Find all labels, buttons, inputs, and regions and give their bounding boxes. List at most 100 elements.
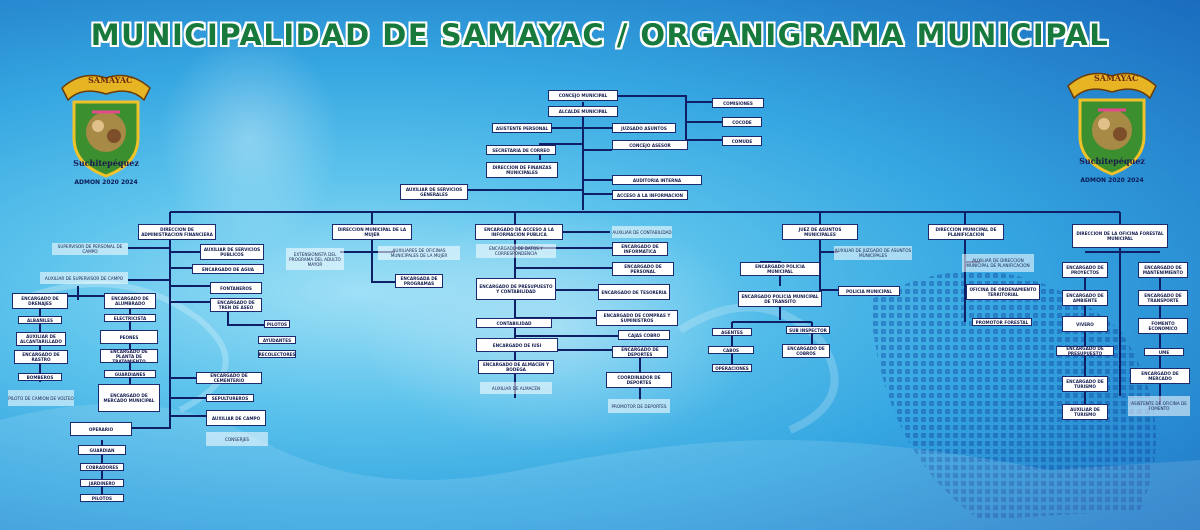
node-promotor-forestal: PROMOTOR FORESTAL xyxy=(972,318,1032,326)
node-aux-omm: AUXILIARES DE OFICINAS MUNICIPALES DE LA… xyxy=(378,246,460,260)
logo-banner: SAMAYAC xyxy=(88,75,133,85)
node-cabos: CABOS xyxy=(708,346,754,354)
node-peones: PEONES xyxy=(100,330,158,344)
logo-place: Suchitepéquez xyxy=(1079,156,1145,166)
node-sepultureros: SEPULTUREROS xyxy=(206,394,254,402)
page-title: MUNICIPALIDAD DE SAMAYAC / ORGANIGRAMA M… xyxy=(90,18,1110,52)
node-enc-alumbrado: ENCARGADO DE ALUMBRADO xyxy=(104,293,156,309)
node-enc-personal: ENCARGADO DE PERSONAL xyxy=(612,262,674,276)
node-guardian: GUARDIAN xyxy=(78,445,126,455)
node-enc-informatica: ENCARGADO DE INFORMATICA xyxy=(612,242,668,256)
shield-emblem xyxy=(61,74,151,178)
node-alcalde: ALCALDE MUNICIPAL xyxy=(548,106,618,117)
node-concejo-asesor: CONCEJO ASESOR xyxy=(612,140,688,150)
node-aux-alcantarillado: AUXILIAR DE ALCANTARILLADO xyxy=(16,332,66,346)
node-aux-almacen: AUXILIAR DE ALMACEN xyxy=(480,382,552,394)
node-enc-tesoreria: ENCARGADO DE TESORERIA xyxy=(598,284,670,300)
node-tren-aseo: ENCARGADO DE TREN DE ASEO xyxy=(210,298,262,312)
node-acceso: ACCESO A LA INFORMACION xyxy=(612,190,688,200)
node-enc-presupuesto: ENCARGADO DE PRESUPUESTO Y CONTABILIDAD xyxy=(476,278,556,300)
node-enc-agua: ENCARGADO DE AGUA xyxy=(192,264,264,274)
node-fomento: FOMENTO ECONOMICO xyxy=(1138,318,1188,334)
node-asistente: ASISTENTE PERSONAL xyxy=(492,123,552,133)
node-enc-cementerio: ENCARGADO DE CEMENTERIO xyxy=(196,372,262,384)
node-sub-inspector: SUB INSPECTOR xyxy=(786,326,830,334)
node-enc-ambiente: ENCARGADO DE AMBIENTE xyxy=(1062,290,1108,306)
node-aux-contabilidad: AUXILIAR DE CONTABILIDAD xyxy=(612,226,672,238)
node-aux-supervisor: AUXILIAR DE SUPERVISOR DE CAMPO xyxy=(40,272,128,284)
node-enc-mercado-c6: ENCARGADO DE MERCADO xyxy=(1130,368,1190,384)
node-ordenamiento: OFICINA DE ORDENAMIENTO TERRITORIAL xyxy=(966,284,1040,300)
mural-wave xyxy=(0,404,1200,530)
mural-swirl xyxy=(677,303,839,434)
node-enc-proyectos: ENCARGADO DE PROYECTOS xyxy=(1062,262,1108,278)
node-ume: UME xyxy=(1144,348,1184,356)
node-cobradores: COBRADORES xyxy=(80,463,124,471)
node-enc-iusi: ENCARGADO DE IUSI xyxy=(476,338,558,352)
node-enc-cobros: ENCARGADO DE COBROS xyxy=(782,344,830,358)
node-enc-deportes: ENCARGADO DE DEPORTES xyxy=(612,346,668,358)
node-dir-finanzas: DIRECCION DE FINANZAS MUNICIPALES xyxy=(486,162,558,178)
node-extensionista: EXTENSIONISTA DEL PROGRAMA DEL ADULTO MA… xyxy=(286,248,344,270)
node-policia: POLICIA MUNICIPAL xyxy=(838,286,900,296)
node-daam: DIRECCION DE LA OFICINA FORESTAL MUNICIP… xyxy=(1072,224,1168,248)
logo-place: Suchitepéquez xyxy=(73,158,139,168)
mural-face xyxy=(160,30,340,250)
node-electricista: ELECTRICISTA xyxy=(104,314,156,322)
logo-period: ADMON 2020 2024 xyxy=(74,179,138,186)
node-enc-turismo: ENCARGADO DE TURISMO xyxy=(1062,376,1108,392)
node-vivero: VIVERO xyxy=(1062,316,1108,332)
municipal-logo-right: SAMAYAC Suchitepéquez ADMON 2020 2024 xyxy=(1058,64,1166,194)
node-secretaria: SECRETARIA DE CORREO xyxy=(486,145,556,155)
node-jardinero: JARDINERO xyxy=(80,479,124,487)
node-contabilidad: CONTABILIDAD xyxy=(476,318,552,328)
node-enc-mantenimiento: ENCARGADO DE MANTENIMIENTO xyxy=(1138,262,1188,278)
node-promotor: PROMOTOR DE DEPORTES xyxy=(608,399,670,413)
node-asistente-fomento: ASISTENTE DE OFICINA DE FOMENTO xyxy=(1128,396,1190,416)
node-auxiliar-adm: AUXILIAR DE SERVICIOS GENERALES xyxy=(400,184,468,200)
node-enc-transporte: ENCARGADO DE TRANSPORTE xyxy=(1138,290,1188,306)
node-compras: ENCARGADO DE COMPRAS Y SUMINISTROS xyxy=(596,310,678,326)
node-piloto-camion: PILOTO DE CAMION DE VOLTEO xyxy=(8,390,74,406)
node-aux-turismo: AUXILIAR DE TURISMO xyxy=(1062,404,1108,420)
node-ayudantes: AYUDANTES xyxy=(258,336,296,344)
node-dmm: DIRECCION MUNICIPAL DE LA MUJER xyxy=(332,224,412,240)
municipal-logo-left: SAMAYAC Suchitepéquez ADMON 2020 2024 xyxy=(52,66,160,196)
node-enc-almacen: ENCARGADO DE ALMACEN Y BODEGA xyxy=(478,360,554,374)
node-cocode: COCODE xyxy=(722,117,762,127)
node-enc-drenajes: ENCARGADO DE DRENAJES xyxy=(12,293,68,309)
node-juzgado: JUZGADO ASUNTOS xyxy=(612,123,676,133)
node-operario: OPERARIO xyxy=(70,422,132,436)
node-enc-presupuesto-c6: ENCARGADO DE PRESUPUESTO xyxy=(1056,346,1114,356)
shield-emblem xyxy=(1067,72,1157,176)
node-aux-servicios: AUXILIAR DE SERVICIOS PUBLICOS xyxy=(200,244,264,260)
node-acceso-info: ENCARGADO DE ACCESO A LA INFORMACION PUB… xyxy=(475,224,563,240)
node-recolectores: RECOLECTORES xyxy=(258,350,296,358)
logo-banner: SAMAYAC xyxy=(1094,73,1139,83)
node-coord-deportes: COORDINADOR DE DEPORTES xyxy=(606,372,672,388)
node-enc-rastro: ENCARGADO DE RASTRO xyxy=(14,350,68,364)
node-comude: COMUDE xyxy=(722,136,762,146)
node-operaciones: OPERACIONES xyxy=(712,364,752,372)
node-enc-programas: ENCARGADA DE PROGRAMAS xyxy=(395,274,443,288)
node-bomberos: BOMBEROS xyxy=(18,373,62,381)
node-enc-pmt: ENCARGADO POLICIA MUNICIPAL DE TRANSITO xyxy=(738,291,822,307)
node-concejo: CONCEJO MUNICIPAL xyxy=(548,90,618,101)
node-conserjes: CONSERJES xyxy=(206,432,268,446)
node-fontaneros: FONTANEROS xyxy=(210,282,262,294)
node-guardianes: GUARDIANES xyxy=(104,370,156,378)
node-enc-datos: ENCARGADO DE DATOS Y CORRESPONDENCIA xyxy=(476,244,556,258)
node-enc-policia: ENCARGADO POLICIA MUNICIPAL xyxy=(740,262,820,276)
node-aux-juzgado: AUXILIAR DE JUZGADO DE ASUNTOS MUNICIPAL… xyxy=(834,246,912,260)
node-pilotos: PILOTOS xyxy=(264,320,290,328)
node-supervisor: SUPERVISOR DE PERSONAL DE CAMPO xyxy=(52,243,128,255)
node-agentes: AGENTES xyxy=(712,328,752,336)
node-auditoria: AUDITORIA INTERNA xyxy=(612,175,702,185)
node-comisiones: COMISIONES xyxy=(712,98,764,108)
node-dmp: DIRECCION MUNICIPAL DE PLANIFICACION xyxy=(928,224,1004,240)
node-enc-planta: ENCARGADO DE PLANTA DE TRATAMIENTO xyxy=(100,349,158,363)
node-aux-campo: AUXILIAR DE CAMPO xyxy=(206,410,266,426)
node-dafim: DIRECCION DE ADMINISTRACION FINANCIERA xyxy=(138,224,216,240)
node-cajas: CAJAS COBRO xyxy=(618,330,670,340)
